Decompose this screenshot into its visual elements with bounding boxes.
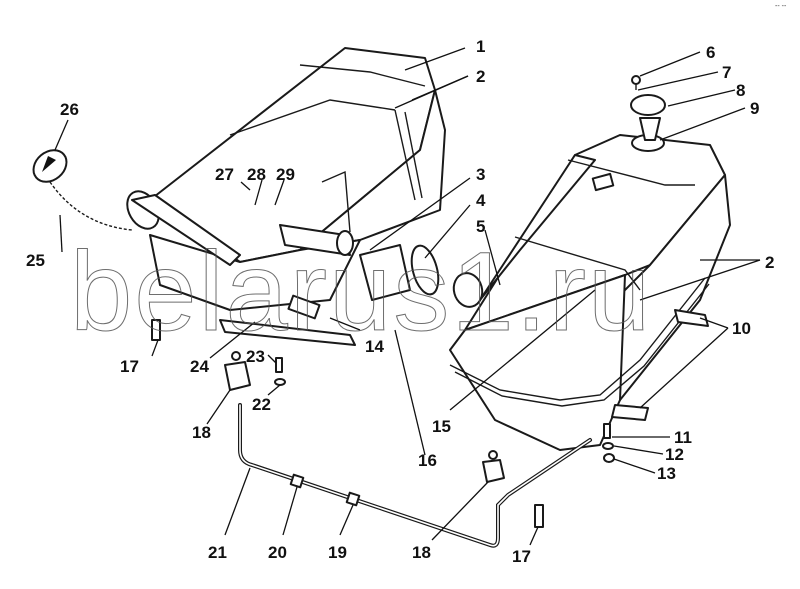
callout-14: 14 — [365, 337, 384, 356]
callout-labels: 1 2 2 3 4 5 6 7 8 9 10 11 12 13 14 15 16… — [26, 37, 774, 566]
callout-29: 29 — [276, 165, 295, 184]
callout-17: 17 — [120, 357, 139, 376]
corner-mark: -- -- — [775, 3, 787, 10]
callout-26: 26 — [60, 100, 79, 119]
left-fuel-tank — [126, 47, 446, 346]
leader-lines — [54, 47, 761, 546]
callout-15: 15 — [432, 417, 451, 436]
callout-13: 13 — [657, 464, 676, 483]
callout-9: 9 — [750, 99, 759, 118]
callout-22: 22 — [252, 395, 271, 414]
callout-2: 2 — [476, 67, 485, 86]
right-fuel-tank — [449, 75, 731, 463]
callout-23: 23 — [246, 347, 265, 366]
callout-20: 20 — [268, 543, 287, 562]
callout-18: 18 — [192, 423, 211, 442]
callout-1: 1 — [476, 37, 485, 56]
callout-25: 25 — [26, 251, 45, 270]
callout-19: 19 — [328, 543, 347, 562]
callout-16: 16 — [418, 451, 437, 470]
callout-12: 12 — [665, 445, 684, 464]
fuel-pipe-system — [151, 319, 592, 548]
callout-21: 21 — [208, 543, 227, 562]
callout-3: 3 — [476, 165, 485, 184]
callout-27: 27 — [215, 165, 234, 184]
fuel-filter-parts — [359, 244, 484, 308]
callout-2: 2 — [765, 253, 774, 272]
callout-11: 11 — [674, 428, 692, 447]
callout-10: 10 — [732, 319, 751, 338]
callout-5: 5 — [476, 217, 485, 236]
callout-17: 17 — [512, 547, 531, 566]
callout-6: 6 — [706, 43, 715, 62]
callout-24: 24 — [190, 357, 209, 376]
filler-cap-with-chain — [32, 149, 133, 231]
callout-4: 4 — [476, 191, 486, 210]
callout-28: 28 — [247, 165, 266, 184]
watermark-text: belarus1.ru — [70, 229, 652, 354]
callout-8: 8 — [736, 81, 745, 100]
callout-18: 18 — [412, 543, 431, 562]
callout-7: 7 — [722, 63, 731, 82]
